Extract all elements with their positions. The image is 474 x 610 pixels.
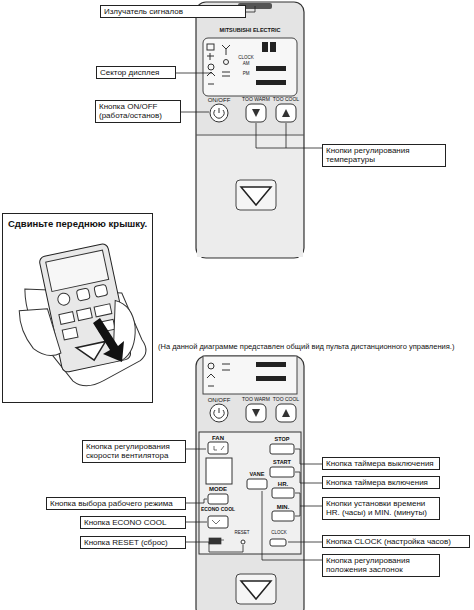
callout-text: Кнопка таймера включения (326, 478, 436, 487)
callout-box: Кнопки установки времени HR. (часы) и MI… (322, 497, 440, 520)
button-label: TOO WARM (242, 97, 270, 102)
callout-text: Кнопка ON/OFF (работа/останов) (99, 102, 177, 121)
button-label: TOO WARM (242, 397, 270, 402)
callout-text: Сектор дисплея (100, 68, 172, 77)
callout-text: Кнопка ECONO COOL (84, 518, 182, 527)
button-label: HR. (278, 481, 288, 487)
callout-box: Кнопка выбора рабочего режима (46, 497, 186, 510)
callout-box: Кнопка ON/OFF (работа/останов) (95, 100, 181, 123)
caption: (На данной диаграмме представлен общий в… (158, 342, 470, 351)
button-label: STOP (275, 437, 290, 443)
button-label: ON/OFF (208, 97, 231, 103)
callout-box: Кнопка CLOCK (настройка часов) (322, 535, 470, 548)
callout-box: Кнопка таймера выключения (322, 457, 440, 470)
callout-text: Кнопка регулирования положения заслонок (326, 556, 436, 575)
callout-box: Кнопка регулирования положения заслонок (322, 554, 440, 577)
callout-text: Кнопка регулирования скорости вентилятор… (86, 442, 182, 461)
callout-box: Кнопки регулирования температуры (322, 144, 446, 167)
button-label: FAN (212, 435, 224, 441)
button-label: TOO COOL (273, 97, 299, 102)
button-label: MODE (209, 486, 227, 492)
button-label: PM (243, 72, 250, 77)
button-label: ECONO COOL (201, 507, 235, 512)
button-label: START (273, 460, 291, 466)
callout-text: Кнопка таймера выключения (326, 459, 436, 468)
button-label: ON/OFF (208, 397, 231, 403)
callout-text: Кнопка RESET (сброс) (84, 538, 182, 547)
callout-text: Кнопка CLOCK (настройка часов) (326, 537, 466, 546)
inset-panel: Сдвиньте переднюю крышку. (2, 213, 153, 403)
button-label: VANE (250, 472, 265, 478)
callout-box: Кнопка ECONO COOL (80, 516, 186, 529)
button-label: MITSUBISHI ELECTRIC (220, 28, 281, 34)
callout-text: Кнопки установки времени HR. (часы) и MI… (326, 499, 436, 518)
callout-text: Кнопки регулирования температуры (326, 146, 442, 165)
button-label: AM (243, 62, 250, 67)
callout-text: Кнопка выбора рабочего режима (50, 499, 182, 508)
callout-box: Сектор дисплея (96, 66, 176, 79)
button-label: TOO COOL (273, 397, 299, 402)
callout-box: Излучатель сигналов (100, 5, 246, 18)
button-label: RESET (234, 531, 249, 536)
callout-box: Кнопка регулирования скорости вентилятор… (82, 440, 186, 463)
callout-box: Кнопка таймера включения (322, 476, 440, 489)
button-label: MIN. (277, 504, 290, 510)
callout-text: Излучатель сигналов (104, 7, 242, 16)
button-label: CLOCK (271, 531, 287, 536)
callout-text: Сдвиньте переднюю крышку. (7, 218, 148, 229)
callout-box: Кнопка RESET (сброс) (80, 536, 186, 549)
button-label: CLOCK (238, 56, 254, 61)
